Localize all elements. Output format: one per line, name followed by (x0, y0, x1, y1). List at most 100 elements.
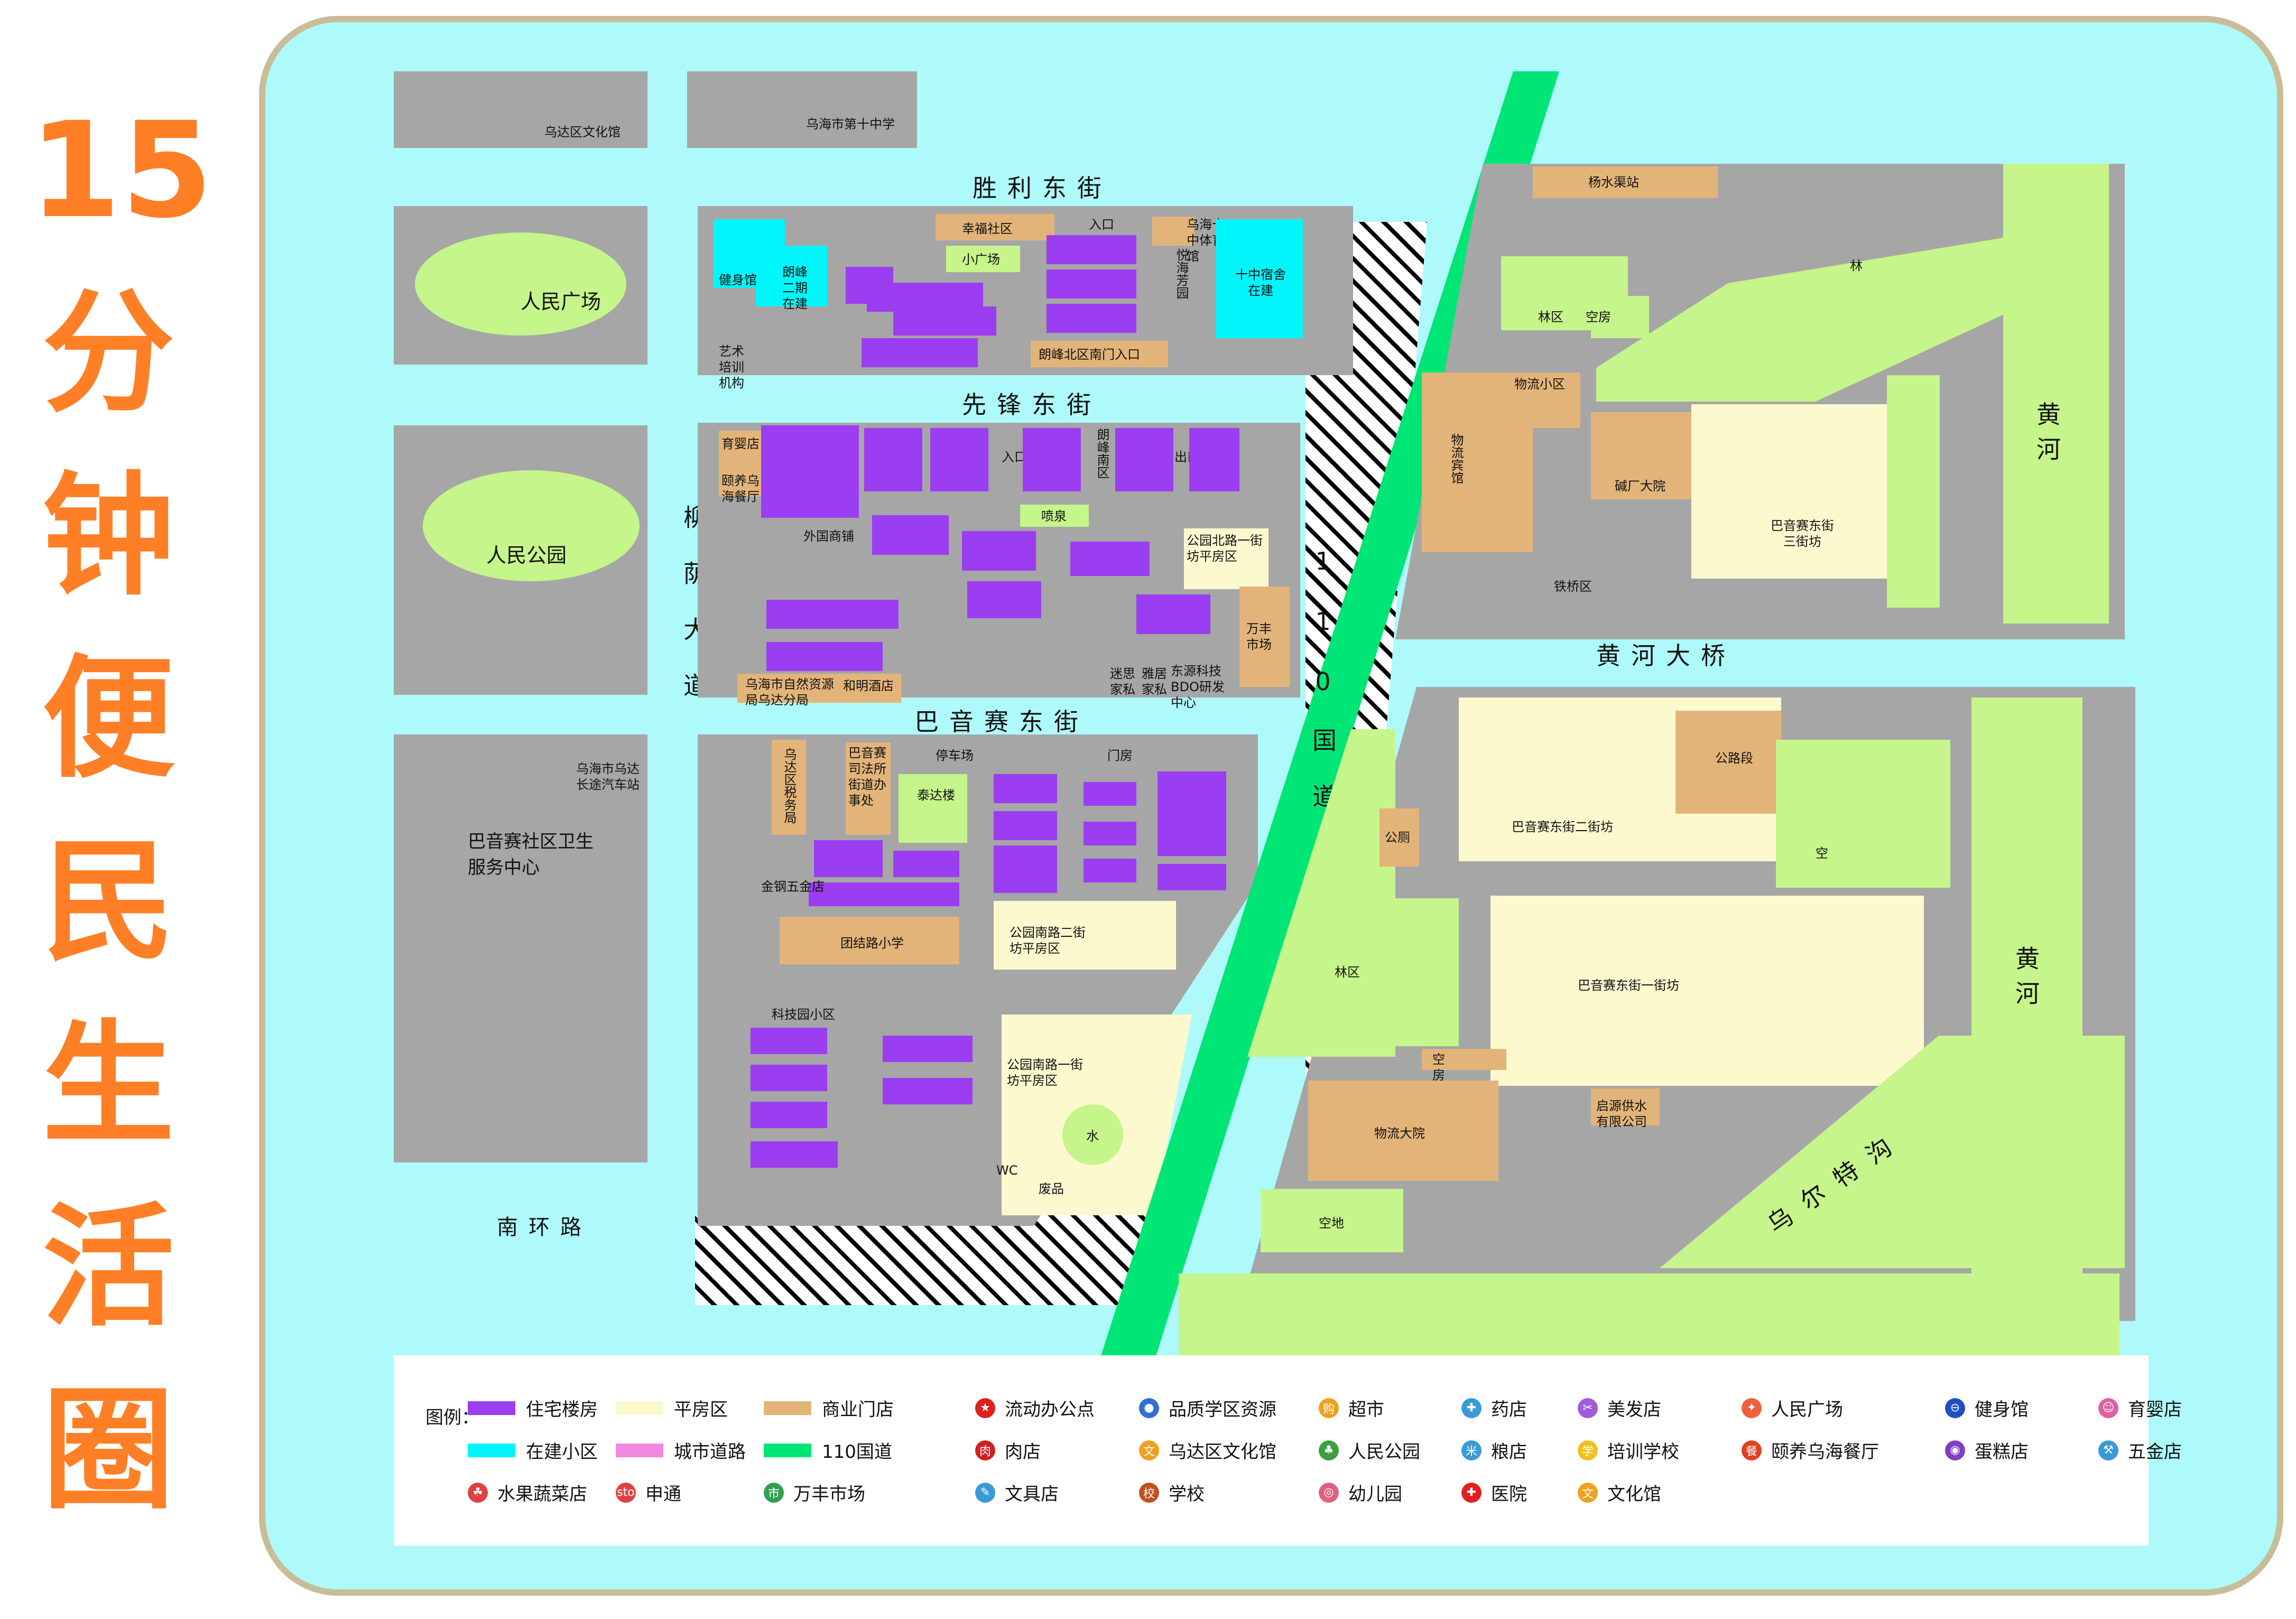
residential-building (893, 851, 959, 877)
renmin-park-area[interactable] (423, 470, 640, 581)
legend-icon: ✚ (1461, 1398, 1482, 1418)
hatched-area-south (695, 1215, 1150, 1305)
water-label: 水 (1086, 1129, 1099, 1143)
title-char: 便 (42, 642, 174, 796)
residential-building (1136, 594, 1210, 634)
legend-text: 肉店 (1005, 1441, 1041, 1463)
yishu-label: 艺术培训机构 (719, 344, 744, 390)
legend-icon: 购 (1319, 1398, 1339, 1418)
dorm-block (1216, 219, 1303, 338)
residential-building (962, 531, 1036, 571)
langfeng2-block (756, 246, 827, 306)
residential-building (893, 306, 996, 336)
residential-building (883, 1036, 973, 1062)
legend-item: 餐颐养乌海餐厅 (1742, 1437, 1879, 1463)
legend-icon: ✦ (1742, 1398, 1762, 1418)
legend-text: 学校 (1169, 1484, 1205, 1505)
residential-building (930, 428, 988, 491)
legend-item: 110国道 (764, 1437, 892, 1463)
legend-item: ⚒五金店 (2098, 1437, 2182, 1463)
legend-item: 米粮店 (1461, 1437, 1527, 1463)
sanjiefang-block (1691, 404, 1913, 579)
heming-label: 和明酒店 (843, 678, 894, 693)
legend-item: 学培训学校 (1578, 1437, 1679, 1463)
title-char: 分 (42, 276, 174, 430)
residential-building (883, 1078, 973, 1104)
road-shengli: 胜利东街 (973, 174, 1112, 202)
legend-text: 健身馆 (1975, 1399, 2029, 1420)
legend-item: 文文化馆 (1578, 1480, 1661, 1505)
residential-building (1084, 859, 1136, 882)
huanghe-bank-south (1971, 697, 2082, 1300)
legend-swatch (764, 1443, 811, 1457)
xiaoguangchang-label: 小广场 (962, 252, 1000, 267)
xinsi-label: 迷思家私 (1110, 666, 1135, 697)
kongdi-block (1261, 1189, 1403, 1252)
legend-item: ◉蛋糕店 (1945, 1437, 2029, 1463)
langfeng2-label: 朗峰二期在建 (782, 265, 808, 311)
legend-item: 平房区 (616, 1395, 728, 1421)
residential-building (766, 600, 899, 629)
legend-text: 流动办公点 (1005, 1399, 1095, 1420)
kongfang-area (1591, 296, 1649, 338)
legend-item: ●品质学区资源 (1139, 1395, 1276, 1421)
residential-building (1084, 822, 1136, 845)
legend-text: 美发店 (1607, 1399, 1661, 1420)
residential-building (1047, 269, 1136, 299)
yijiefang-block (1490, 896, 1924, 1086)
road-huanghe2: 黄河 (2012, 946, 2040, 1016)
title-char: 15 (29, 94, 213, 247)
jiasi-label: 雅居家私 (1142, 666, 1167, 697)
gonglu-label: 公路段 (1715, 751, 1753, 766)
wuliu-dayuan-label: 物流大院 (1374, 1126, 1425, 1141)
legend-item: ✂美发店 (1578, 1395, 1661, 1421)
renmin-park-label: 人民公园 (486, 544, 567, 567)
tuanjie-label: 团结路小学 (840, 936, 904, 951)
legend-swatch (616, 1401, 663, 1415)
gongyuan-s2-label: 公园南路二街坊平房区 (1010, 925, 1086, 956)
legend-item: 市万丰市场 (764, 1480, 865, 1505)
wuliu-xiaoqu-label: 物流小区 (1514, 377, 1565, 392)
yuying-label: 育婴店 (721, 436, 760, 451)
tieqiao-label: 铁桥区 (1554, 579, 1592, 594)
renmin-square-area[interactable] (415, 232, 626, 336)
road-bayinsai: 巴音赛东街 (914, 708, 1089, 736)
residential-building (1023, 428, 1081, 491)
legend-text: 商业门店 (822, 1399, 894, 1420)
jingang-label: 金钢五金店 (761, 879, 825, 894)
legend-item: 在建小区 (468, 1437, 598, 1463)
shuiwu-label: 乌达区税务局 (782, 748, 797, 824)
wuliu-binguan-label: 物流宾馆 (1449, 433, 1464, 484)
school10-label: 乌海市第十中学 (806, 117, 895, 132)
legend-text: 住宅楼房 (526, 1399, 598, 1420)
legend-item: 肉肉店 (975, 1437, 1041, 1463)
menfang-label: 门房 (1107, 748, 1133, 763)
gongce-label: 公厕 (1385, 830, 1410, 845)
legend-text: 药店 (1491, 1399, 1527, 1420)
wc-label: WC (996, 1163, 1018, 1178)
legend-text: 人民公园 (1348, 1441, 1420, 1463)
gongyuan-s1-label: 公园南路一街坊平房区 (1007, 1057, 1083, 1088)
huanghe-bank-north (2003, 164, 2109, 624)
waiguo-label: 外国商铺 (803, 529, 854, 544)
renmin-square-label: 人民广场 (521, 290, 601, 313)
gym10-block (1152, 217, 1195, 246)
legend-text: 城市道路 (674, 1441, 746, 1463)
kongfang-s-label: 空房 (1432, 1052, 1445, 1083)
kong-label: 空 (1816, 846, 1828, 861)
residential-building (864, 428, 922, 491)
legend-text: 在建小区 (526, 1441, 598, 1463)
legend-icon: 学 (1578, 1440, 1598, 1460)
legend-icon: ● (1139, 1398, 1159, 1418)
penquan-label: 喷泉 (1041, 509, 1067, 524)
lin-strip (1887, 375, 1940, 608)
gongyuan-s2-block (994, 901, 1176, 970)
langfeng-gate-label: 朗峰北区南门入口 (1039, 347, 1140, 362)
yangshuiqu-block (1533, 166, 1718, 198)
bus-station-label: 乌海市乌达长途汽车站 (576, 761, 640, 792)
title-char: 生 (42, 1008, 174, 1161)
sifa-block (846, 742, 891, 835)
legend-text: 蛋糕店 (1975, 1441, 2029, 1463)
map-title: 15 分 钟 便 民 生 活 圈 (29, 79, 213, 1542)
legend-item: 文乌达区文化馆 (1139, 1437, 1276, 1463)
